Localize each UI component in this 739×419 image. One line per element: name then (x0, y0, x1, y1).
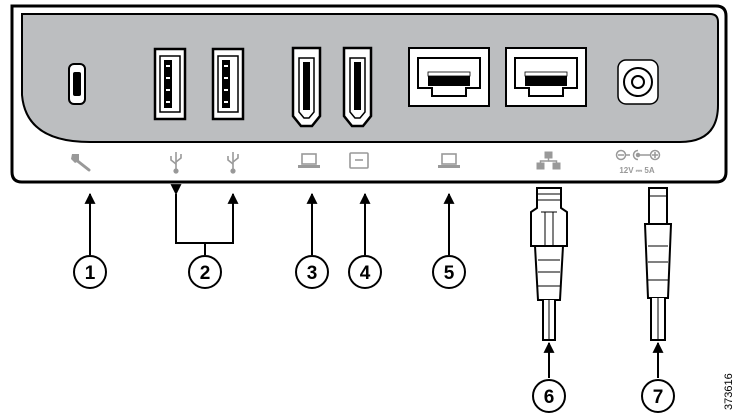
callout-number: 7 (653, 387, 664, 408)
network-icon (536, 151, 561, 170)
power-polarity-icon (615, 149, 661, 161)
usb-icon (170, 152, 182, 174)
callout-5: 5 (432, 255, 466, 289)
mini-usb-port (68, 63, 86, 105)
callout-number: 2 (200, 263, 211, 284)
laptop-icon (438, 153, 460, 168)
callout-7: 7 (641, 379, 675, 413)
callout-number: 6 (544, 387, 555, 408)
usb-icon (227, 152, 239, 174)
laptop-icon (298, 153, 320, 168)
wrench-icon (71, 154, 91, 172)
ethernet-cable-connector (530, 187, 568, 341)
callout-3: 3 (295, 255, 329, 289)
figure-id: 373616 (723, 373, 735, 410)
callout-6: 6 (532, 379, 566, 413)
callout-number: 1 (85, 263, 96, 284)
dc-power-jack (617, 59, 659, 105)
callout-1: 1 (73, 255, 107, 289)
display-icon (349, 152, 369, 169)
ethernet-port-1 (408, 47, 490, 107)
ethernet-port-2 (505, 47, 587, 107)
callout-4: 4 (348, 255, 382, 289)
callout-number: 5 (444, 263, 455, 284)
power-cable-connector (643, 187, 673, 341)
hdmi-port-1 (291, 46, 322, 128)
callout-number: 3 (307, 263, 318, 284)
callout-leaders (84, 184, 664, 378)
usb-a-port-1 (153, 47, 187, 121)
callout-2: 2 (188, 255, 222, 289)
usb-a-port-2 (211, 47, 245, 121)
power-rating-label: 12V ⎓ 5A (619, 166, 655, 175)
callout-number: 4 (360, 263, 371, 284)
hdmi-port-2 (342, 46, 373, 128)
